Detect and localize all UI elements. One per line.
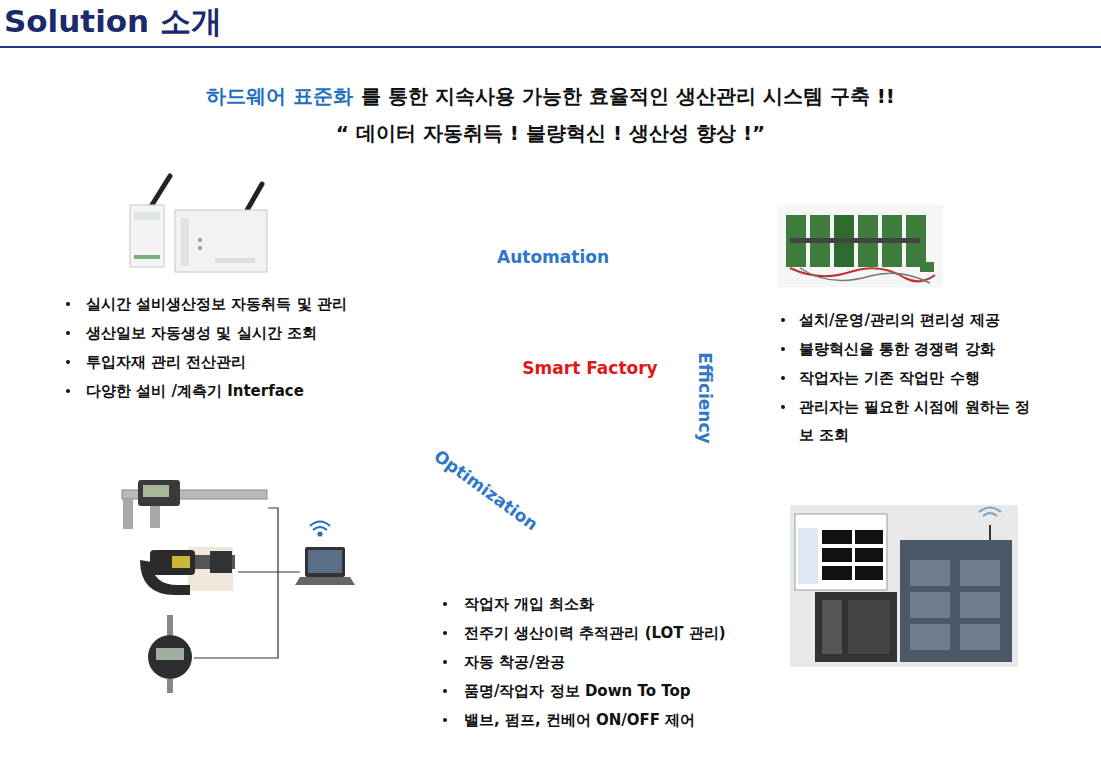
subtitle-row: 하드웨어 표준화 를 통한 지속사용 가능한 효율적인 생산관리 시스템 구축 !… bbox=[0, 83, 1101, 110]
arrow-shape bbox=[335, 160, 815, 640]
wifi-symbol bbox=[310, 522, 330, 536]
cycle-label: Automation bbox=[497, 247, 609, 267]
center-label: Smart Factory bbox=[522, 358, 657, 378]
bullet-dot bbox=[66, 389, 70, 393]
bullet-dot bbox=[781, 376, 785, 380]
bullet-dot bbox=[781, 347, 785, 351]
cycle-arrow: Automation bbox=[335, 160, 815, 640]
bullet-text: 관리자는 필요한 시점에 원하는 정보 조회 bbox=[799, 393, 1035, 449]
monitoring-panel bbox=[790, 505, 1018, 667]
bullet-dot bbox=[443, 660, 447, 664]
subtitle-text: 를 통한 지속사용 가능한 효율적인 생산관리 시스템 구축 !! bbox=[361, 84, 895, 108]
subtitle-highlight: 하드웨어 표준화 bbox=[206, 84, 353, 108]
io-board bbox=[778, 205, 943, 287]
bullet-text: 다양한 설비 /계측기 Interface bbox=[86, 377, 386, 405]
dial-gauge bbox=[148, 615, 192, 693]
subtitle-quote: “ 데이터 자동취득 ! 불량혁신 ! 생산성 향상 !” bbox=[0, 120, 1101, 147]
bullet-dot bbox=[443, 631, 447, 635]
wiring bbox=[194, 508, 300, 658]
bullet-text: 투입자재 관리 전산관리 bbox=[86, 348, 386, 376]
laptop bbox=[295, 547, 355, 585]
bullet-dot bbox=[443, 602, 447, 606]
bullet-text: 실시간 설비생산정보 자동취득 및 관리 bbox=[86, 290, 386, 318]
bullet-text: 전주기 생산이력 추적관리 (LOT 관리) bbox=[464, 619, 794, 647]
micrometer bbox=[140, 547, 235, 595]
bullet-dot bbox=[781, 405, 785, 409]
bullet-dot bbox=[66, 360, 70, 364]
bullet-dot bbox=[443, 718, 447, 722]
bullet-text: 생산일보 자동생성 및 실시간 조회 bbox=[86, 319, 386, 347]
bullet-dot bbox=[66, 302, 70, 306]
bullet-dot bbox=[66, 331, 70, 335]
arrow-shape bbox=[335, 160, 815, 640]
bullet-text: 작업자 개입 최소화 bbox=[464, 590, 794, 618]
caliper bbox=[122, 480, 267, 529]
bullet-text: 자동 착공/완공 bbox=[464, 648, 794, 676]
cycle-label: Efficiency bbox=[695, 352, 715, 443]
title-rule bbox=[0, 46, 1101, 48]
bullet-text: 품명/작업자 정보 Down To Top bbox=[464, 677, 794, 705]
bullet-text: 작업자는 기존 작업만 수행 bbox=[799, 364, 1039, 392]
slide-title: Solution 소개 bbox=[4, 0, 222, 42]
cycle-label: Optimization bbox=[430, 446, 541, 535]
bullet-dot bbox=[781, 318, 785, 322]
cycle-arrow: Efficiency bbox=[335, 160, 815, 640]
cycle-arrow: Optimization bbox=[335, 160, 815, 640]
bullet-text: 불량혁신을 통한 경쟁력 강화 bbox=[799, 335, 1039, 363]
arrow-shape bbox=[335, 160, 815, 640]
bullet-dot bbox=[443, 689, 447, 693]
bullet-text: 설치/운영/관리의 편리성 제공 bbox=[799, 306, 1039, 334]
wireless-device bbox=[130, 176, 267, 272]
bullet-text: 밸브, 펌프, 컨베어 ON/OFF 제어 bbox=[464, 706, 794, 734]
